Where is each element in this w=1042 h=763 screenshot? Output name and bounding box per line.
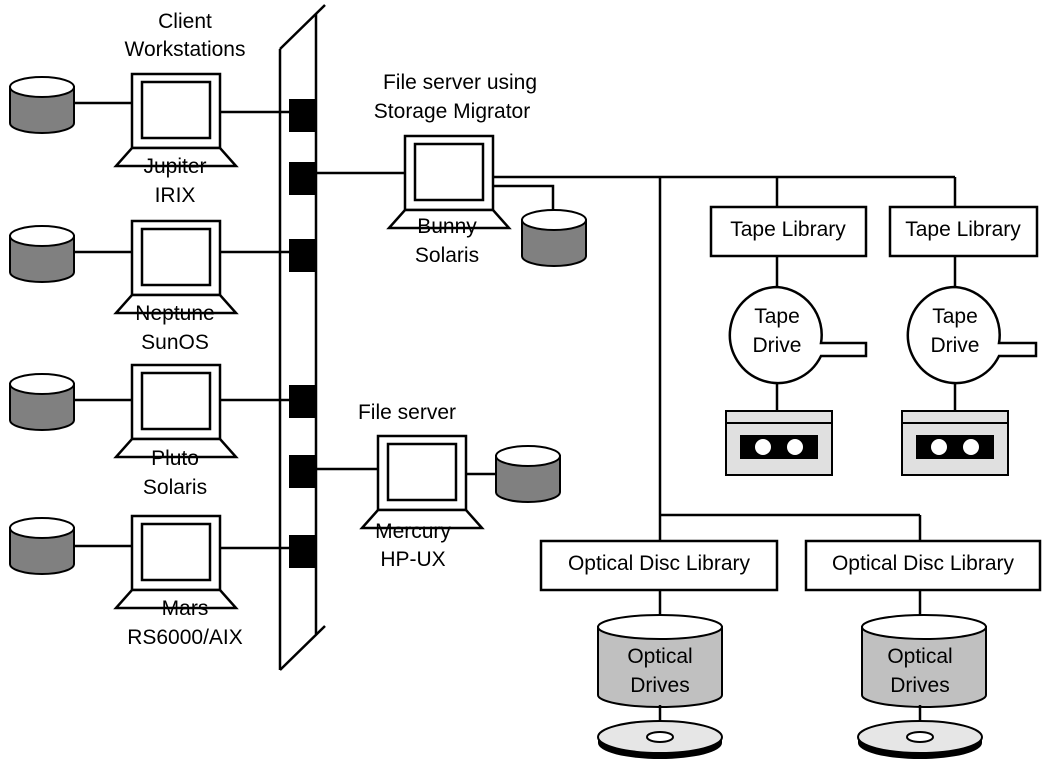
client-os: SunOS <box>141 331 209 354</box>
optical-library-1: Optical Disc Library Optical Drives <box>539 539 779 760</box>
server-name: Mercury <box>375 520 451 543</box>
disk-icon <box>9 517 75 575</box>
optical-library-box <box>539 539 779 592</box>
client-name: Jupiter <box>143 155 206 178</box>
disk-icon <box>9 373 75 431</box>
server-caption: Storage Migrator <box>374 100 530 123</box>
workstation-icon <box>114 72 238 168</box>
tape-drive-label: Tape <box>932 305 978 328</box>
optical-drive-label: Optical <box>627 645 692 668</box>
client-mars: Mars RS6000/AIX <box>9 514 289 649</box>
tape-library-box <box>888 205 1039 258</box>
tape-cartridge-icon <box>901 410 1009 476</box>
client-os: IRIX <box>155 184 196 207</box>
optical-drive-label: Drives <box>630 674 690 697</box>
tape-drive-label: Tape <box>754 305 800 328</box>
storage-trunk <box>658 177 957 541</box>
workstation-icon <box>360 434 484 530</box>
optical-disc-icon <box>597 720 723 760</box>
client-heading-line1: Client <box>158 10 212 33</box>
optical-library-label: Optical Disc Library <box>568 552 751 575</box>
server-name: Bunny <box>417 215 477 238</box>
server-os: Solaris <box>415 244 479 267</box>
optical-drive-label: Drives <box>890 674 950 697</box>
client-name: Mars <box>162 597 209 620</box>
tape-drive-label: Drive <box>930 334 979 357</box>
migrator-server-bunny: File server using Storage Migrator Bunny… <box>316 71 955 267</box>
tape-library-label: Tape Library <box>905 218 1021 241</box>
tape-drive-icon <box>906 285 1038 385</box>
optical-library-2: Optical Disc Library Optical Drives <box>804 539 1042 760</box>
optical-library-box <box>804 539 1042 592</box>
optical-library-label: Optical Disc Library <box>832 552 1015 575</box>
tape-library-label: Tape Library <box>730 218 846 241</box>
workstation-icon <box>114 514 238 610</box>
tape-drive-label: Drive <box>752 334 801 357</box>
server-caption: File server using <box>383 71 537 94</box>
optical-drive-label: Optical <box>887 645 952 668</box>
client-pluto: Pluto Solaris <box>9 363 289 499</box>
workstation-icon <box>114 363 238 459</box>
server-os: HP-UX <box>380 548 445 571</box>
client-os: RS6000/AIX <box>127 626 243 649</box>
tape-library-box <box>709 205 868 258</box>
client-name: Neptune <box>135 302 214 325</box>
client-os: Solaris <box>143 476 207 499</box>
disk-icon <box>495 445 561 503</box>
disk-icon <box>9 225 75 283</box>
client-name: Pluto <box>151 447 199 470</box>
server-caption: File server <box>358 401 456 424</box>
disk-icon <box>9 76 75 134</box>
disk-icon <box>521 209 587 267</box>
file-server-mercury: File server Mercury HP-UX <box>316 401 561 571</box>
network-backbone <box>278 4 326 671</box>
optical-disc-icon <box>857 720 983 760</box>
client-neptune: Neptune SunOS <box>9 219 289 354</box>
workstation-icon <box>114 219 238 315</box>
tape-library-2: Tape Library Tape Drive <box>888 205 1039 476</box>
tape-library-1: Tape Library Tape Drive <box>709 205 868 476</box>
client-jupiter: Jupiter IRIX <box>9 72 289 207</box>
tape-drive-icon <box>728 285 868 385</box>
client-heading-line2: Workstations <box>125 38 246 61</box>
tape-cartridge-icon <box>725 410 833 476</box>
